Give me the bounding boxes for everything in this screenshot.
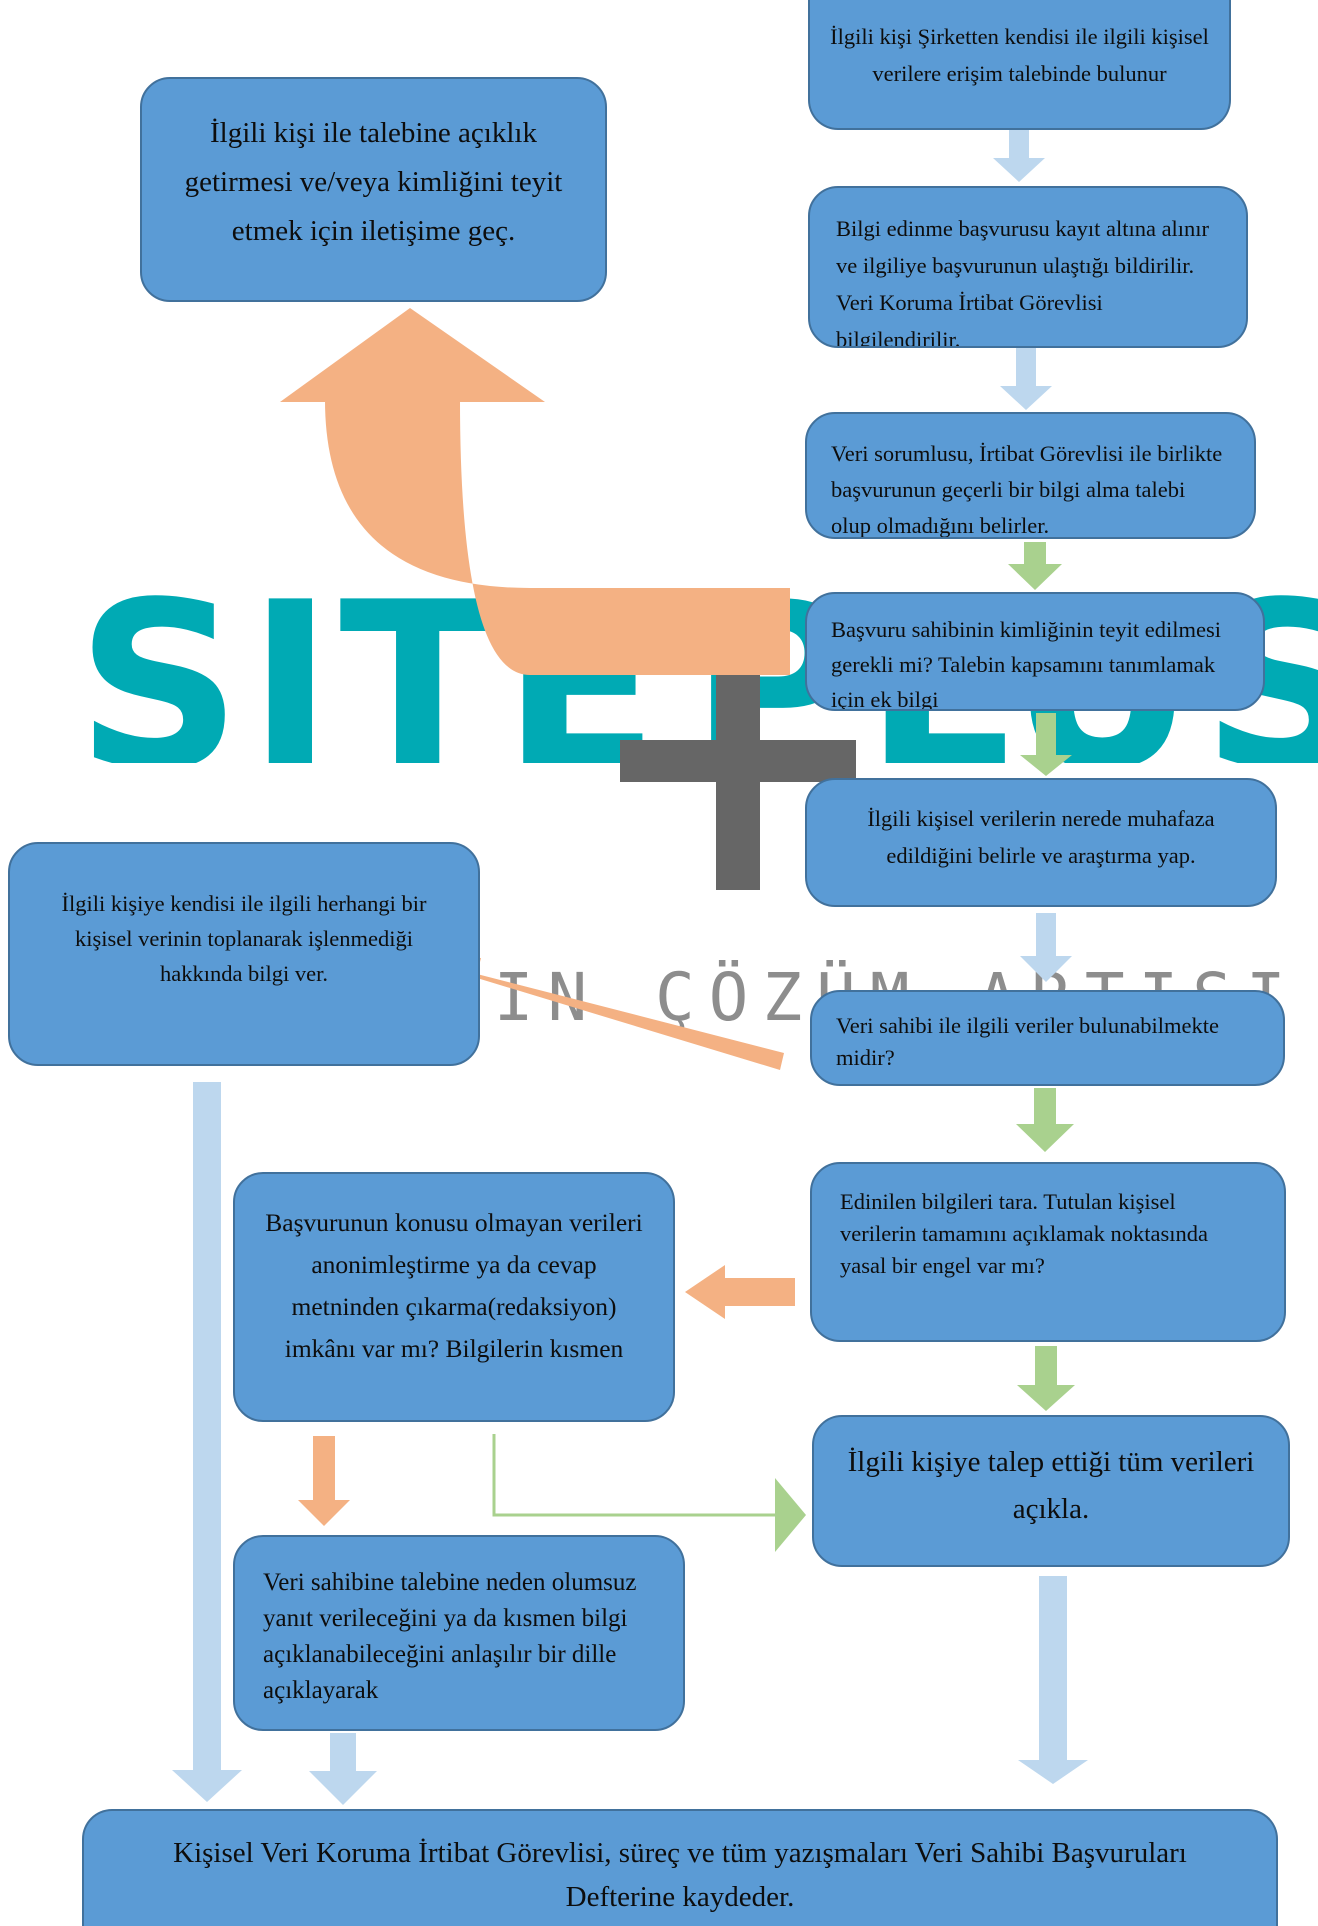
no-data-inform-box: İlgili kişiye kendisi ile ilgili herhang…	[8, 842, 480, 1066]
step-register-application-text: Bilgi edinme başvurusu kayıt altına alın…	[836, 216, 1210, 348]
green-connector-line	[492, 1434, 777, 1517]
contact-data-subject-text: İlgili kişi ile talebine açıklık getirme…	[184, 117, 563, 247]
step-validate-request-box: Veri sorumlusu, İrtibat Görevlisi ile bi…	[805, 412, 1256, 539]
step-locate-data-box: İlgili kişisel verilerin nerede muhafaza…	[805, 778, 1277, 907]
light-blue-arrows	[172, 127, 1088, 1805]
anonymization-option-box: Başvurunun konusu olmayan verileri anoni…	[233, 1172, 675, 1422]
anonymization-option-text: Başvurunun konusu olmayan verileri anoni…	[265, 1208, 643, 1363]
record-in-register-box: Kişisel Veri Koruma İrtibat Görevlisi, s…	[82, 1809, 1278, 1926]
step-legal-obstacle-text: Edinilen bilgileri tara. Tutulan kişisel…	[840, 1189, 1208, 1278]
step-access-request-box: İlgili kişi Şirketten kendisi ile ilgili…	[808, 0, 1231, 130]
negative-response-explanation-box: Veri sahibine talebine neden olumsuz yan…	[233, 1535, 685, 1731]
step-data-found-question-box: Veri sahibi ile ilgili veriler bulunabil…	[810, 990, 1285, 1086]
step-disclose-all-text: İlgili kişiye talep ettiği tüm verileri …	[847, 1446, 1255, 1525]
contact-data-subject-box: İlgili kişi ile talebine açıklık getirme…	[140, 77, 607, 302]
watermark-plus-icon-vertical	[716, 650, 760, 890]
step-access-request-text: İlgili kişi Şirketten kendisi ile ilgili…	[830, 24, 1209, 86]
negative-response-explanation-text: Veri sahibine talebine neden olumsuz yan…	[263, 1569, 637, 1704]
record-in-register-text: Kişisel Veri Koruma İrtibat Görevlisi, s…	[173, 1837, 1187, 1913]
no-data-inform-text: İlgili kişiye kendisi ile ilgili herhang…	[61, 891, 427, 986]
step-data-found-question-text: Veri sahibi ile ilgili veriler bulunabil…	[836, 1013, 1220, 1070]
orange-arrows	[298, 958, 795, 1526]
step-identity-check-text: Başvuru sahibinin kimliğinin teyit edilm…	[831, 617, 1221, 711]
green-arrows	[775, 542, 1075, 1552]
step-identity-check-box: Başvuru sahibinin kimliğinin teyit edilm…	[805, 592, 1265, 711]
step-locate-data-text: İlgili kişisel verilerin nerede muhafaza…	[867, 806, 1215, 868]
orange-elbow-arrow	[280, 308, 790, 675]
step-disclose-all-box: İlgili kişiye talep ettiği tüm verileri …	[812, 1415, 1290, 1567]
step-legal-obstacle-box: Edinilen bilgileri tara. Tutulan kişisel…	[810, 1162, 1286, 1342]
step-validate-request-text: Veri sorumlusu, İrtibat Görevlisi ile bi…	[831, 441, 1223, 538]
step-register-application-box: Bilgi edinme başvurusu kayıt altına alın…	[808, 186, 1248, 348]
